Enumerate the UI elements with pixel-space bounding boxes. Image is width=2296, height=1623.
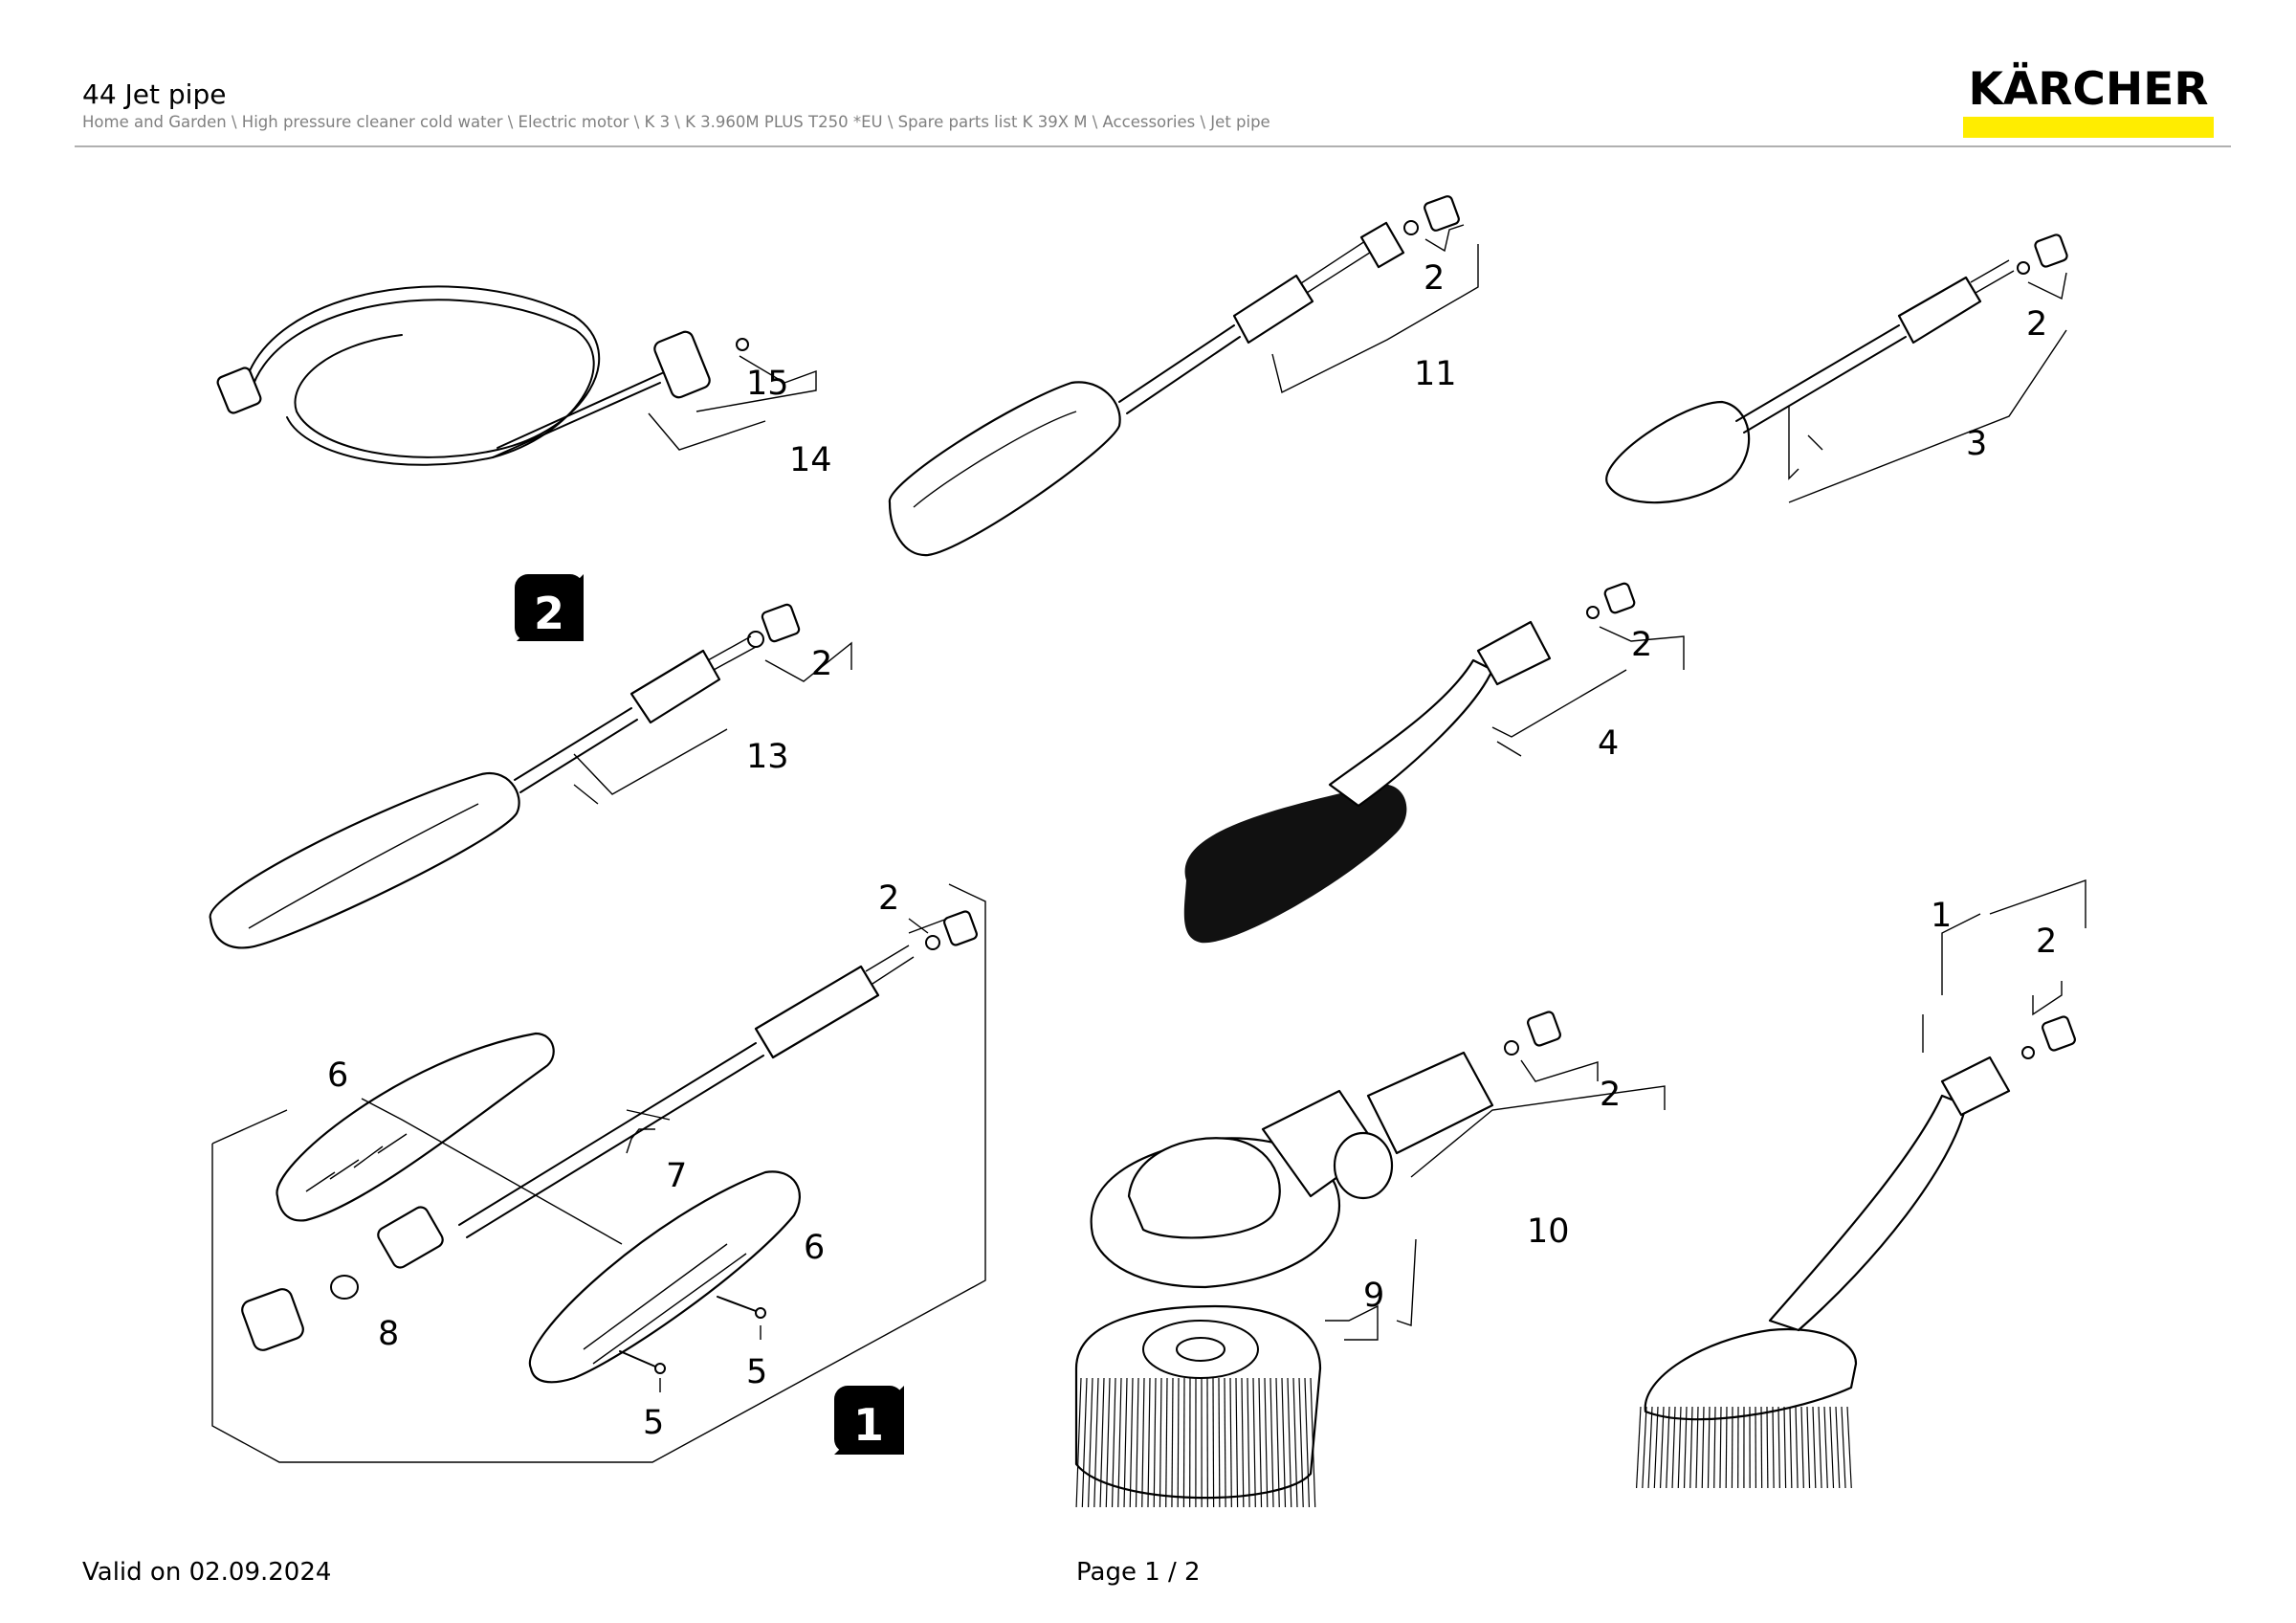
leader-lines-1 [1922,879,2086,1053]
spray-lance-13-drawing [209,603,801,949]
spray-lance-11-drawing [888,195,1460,557]
label-4: 4 [1598,724,1619,763]
set-2-badge: 2 [515,574,584,641]
brush-4-drawing [1183,582,1636,944]
label-2-right: 2 [2026,305,2047,344]
wash-brush-1-drawing [1644,1015,2076,1421]
lance-tube-7-drawing [241,910,978,1351]
leader-lines-11 [1271,224,1479,394]
logo-text: KÄRCHER [1968,63,2209,116]
set-1-frame [211,883,986,1463]
leader-lines-set-1 [361,918,948,1392]
label-5-right: 5 [746,1353,767,1391]
label-11: 11 [1414,355,1457,393]
leader-lines-14-15 [648,355,817,451]
label-5-left: 5 [643,1404,664,1442]
label-14: 14 [789,441,832,479]
label-6-right: 6 [804,1229,825,1267]
label-1: 1 [1931,897,1952,935]
karcher-logo: KÄRCHER [1963,63,2214,138]
set-2-badge-text: 2 [534,588,564,639]
label-2-set-1: 2 [878,879,899,918]
logo-yellow-bar [1963,117,2214,138]
label-6-left: 6 [327,1056,348,1095]
label-2-4: 2 [1631,626,1652,664]
label-2-13: 2 [811,645,832,683]
hose-assembly-drawing [216,285,749,466]
handle-half-right-6-drawing [528,1170,801,1384]
label-10: 10 [1527,1212,1570,1251]
page-title: 44 Jet pipe [82,78,227,110]
leader-lines-13 [573,641,852,805]
leader-lines-4 [1491,626,1685,757]
screws-5-drawing [619,1296,766,1374]
footer-valid-date: Valid on 02.09.2024 [82,1558,332,1587]
set-1-badge-text: 1 [853,1399,884,1451]
rotary-nozzle-3-drawing [1605,233,2068,504]
label-9: 9 [1363,1277,1384,1315]
set-1-badge: 1 [834,1386,904,1455]
leader-lines-3 [1788,272,2067,503]
label-2-top: 2 [1424,259,1445,298]
label-8: 8 [378,1315,399,1353]
header-divider [75,145,2231,147]
brush-bristles-9 [1075,1377,1316,1508]
leader-lines-10-9 [1325,1059,1666,1341]
brush-bristles-1 [1636,1406,1852,1489]
breadcrumb: Home and Garden \ High pressure cleaner … [82,113,1270,131]
label-2-1: 2 [2036,923,2057,961]
label-7: 7 [666,1157,687,1195]
label-2-10: 2 [1600,1076,1621,1114]
label-13: 13 [746,738,789,776]
label-3: 3 [1966,425,1987,463]
footer-page-number: Page 1 / 2 [1076,1558,1201,1587]
label-15: 15 [746,365,789,403]
